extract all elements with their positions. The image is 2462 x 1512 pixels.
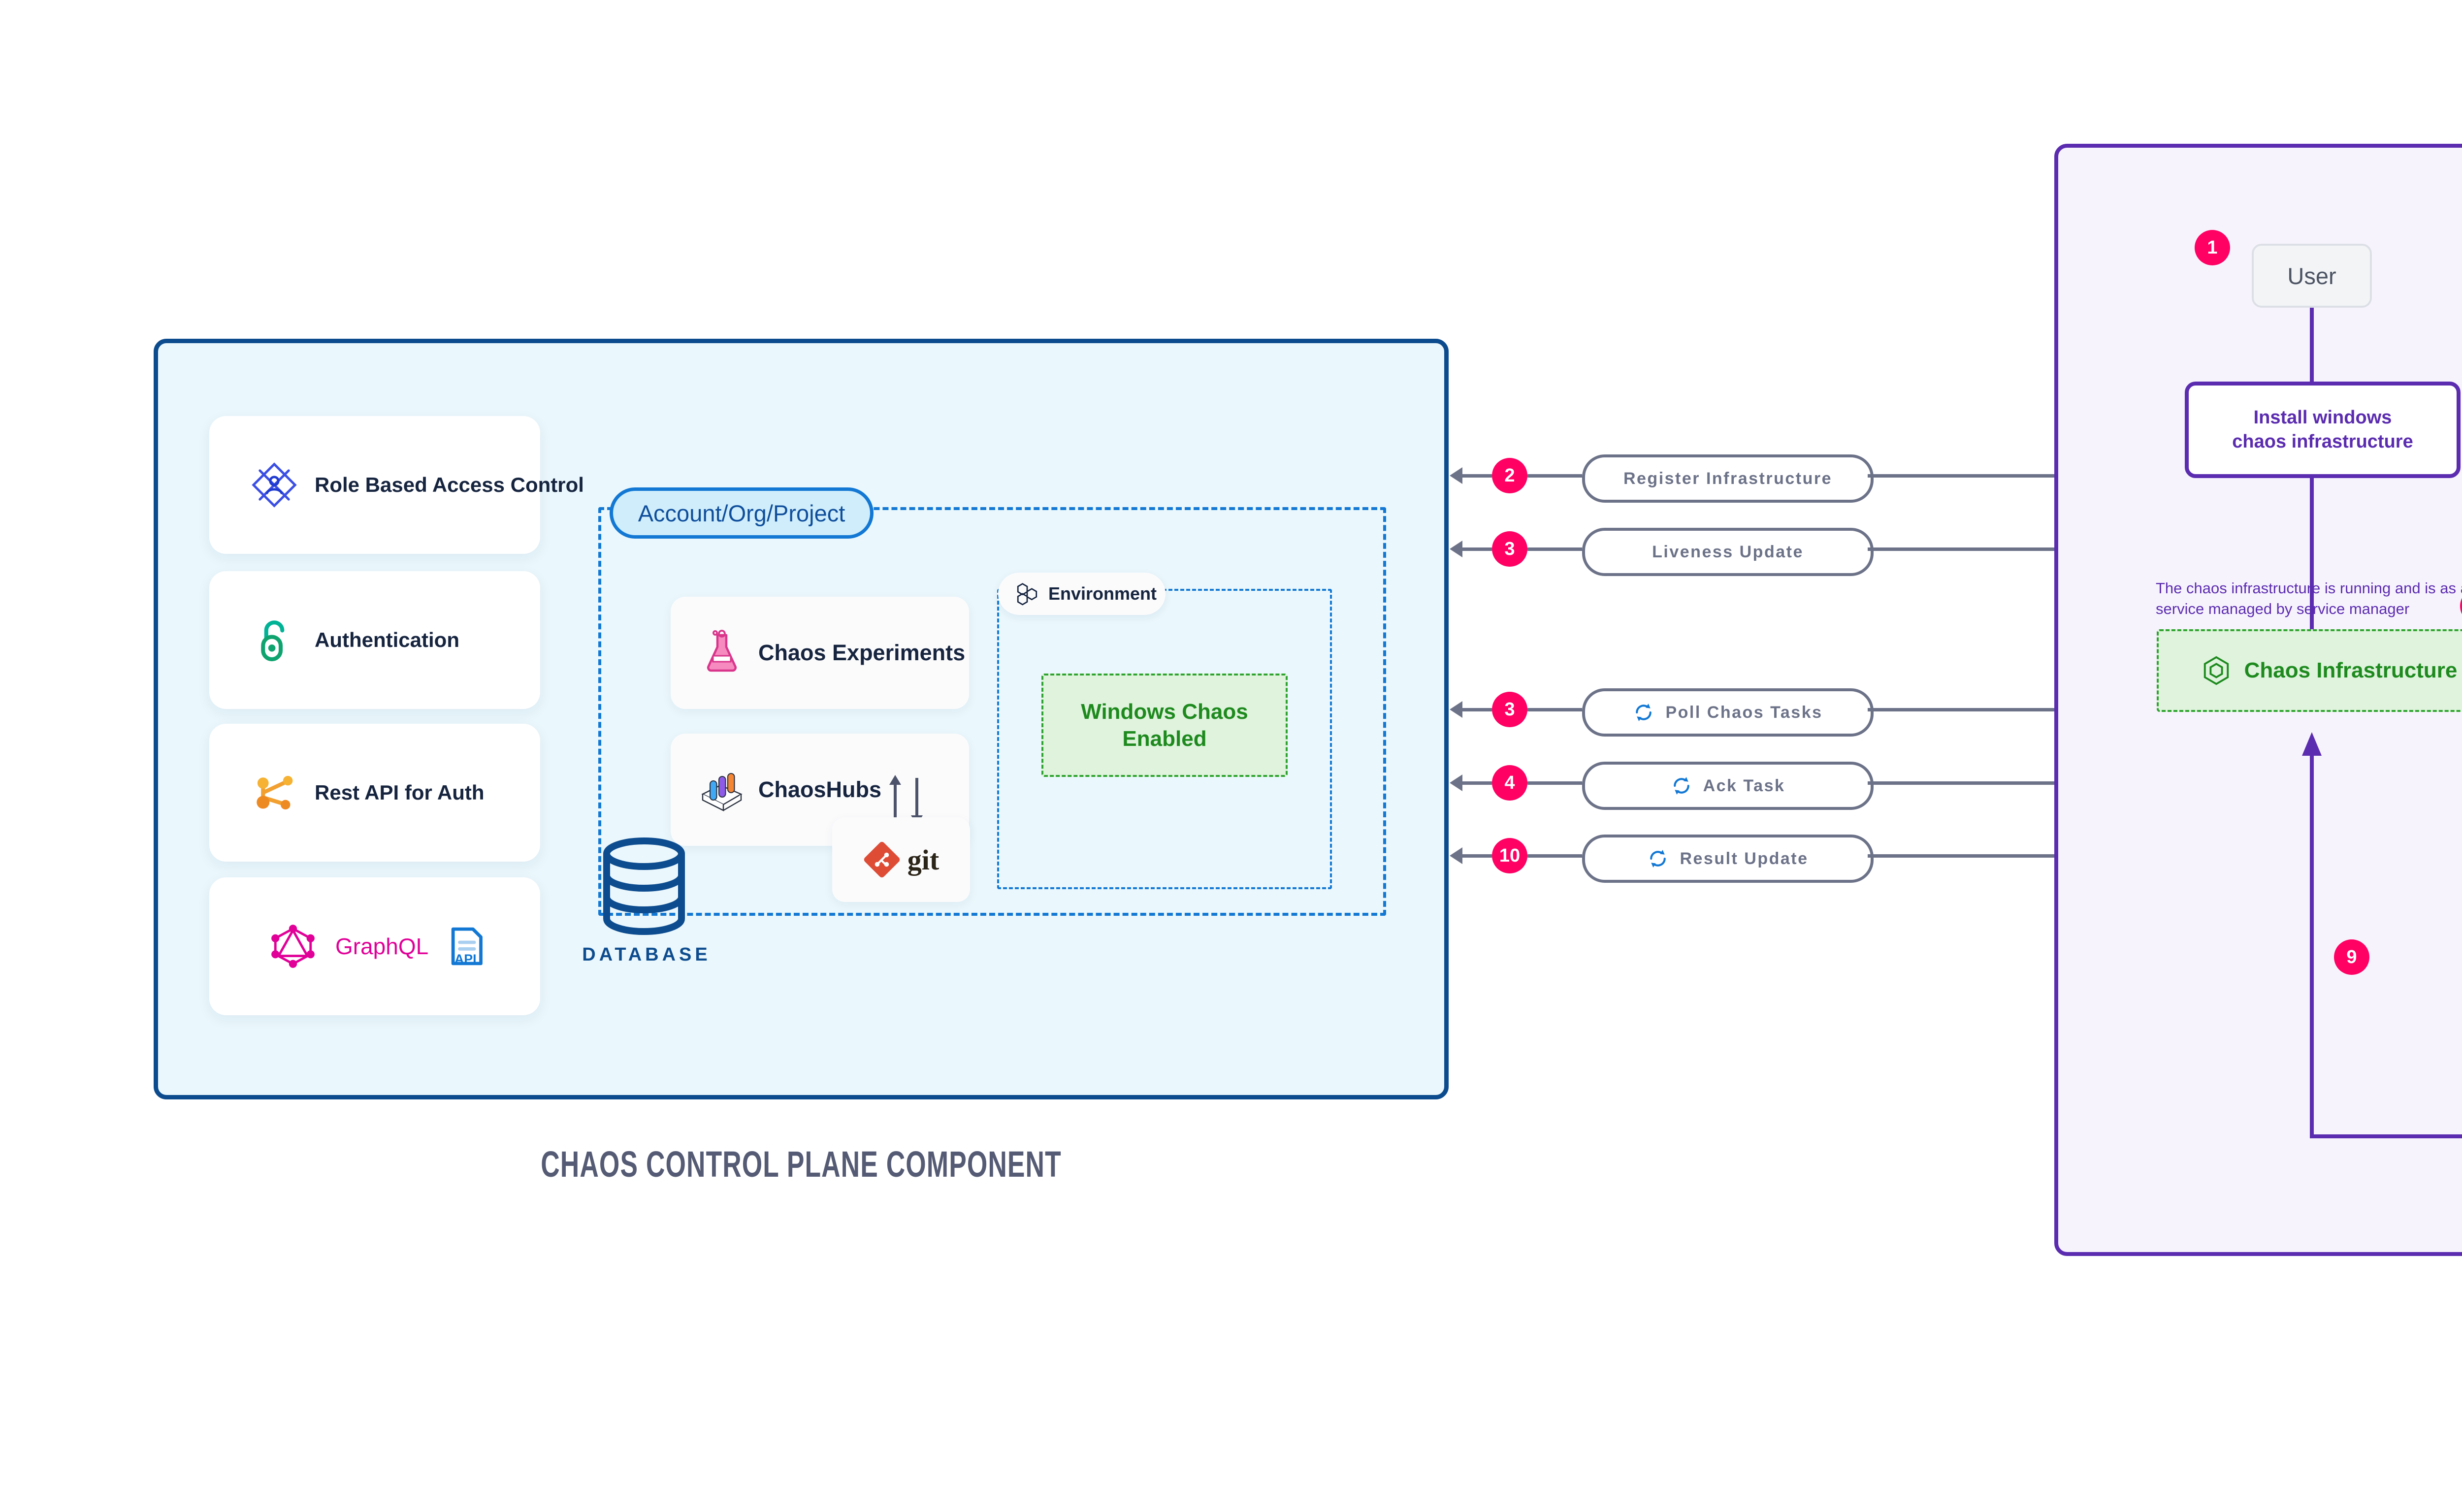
chaos-infrastructure-box[interactable]: Chaos Infrastructure — [2157, 629, 2462, 712]
rest-api-icon — [257, 775, 293, 810]
chaos-infrastructure-note: The chaos infrastructure is running and … — [2156, 579, 2462, 617]
account-org-project-pill[interactable]: Account/Org/Project — [610, 487, 874, 539]
connector-step-badge: 2 — [1492, 458, 1527, 493]
sync-icon — [1650, 850, 1666, 868]
connector-step-badge: 10 — [1492, 838, 1527, 873]
rbac-icon — [252, 462, 297, 508]
service-label: GraphQL — [335, 933, 429, 959]
card-label: ChaosHubs — [758, 777, 882, 802]
connector-line-mid — [1527, 474, 1582, 478]
environment-label: Environment — [1048, 583, 1157, 604]
service-label: Authentication — [315, 628, 459, 651]
git-icon — [864, 841, 900, 878]
database-icon — [603, 837, 685, 935]
sync-icon — [1673, 777, 1689, 795]
connector-pill-label: Poll Chaos Tasks — [1665, 703, 1823, 722]
api-document-icon: API — [451, 927, 483, 966]
connector-line-mid — [1527, 547, 1582, 551]
step-badge-9: 9 — [2334, 939, 2369, 975]
connector-pill[interactable]: Register Infrastructure — [1582, 454, 1874, 503]
connector-line-right — [1868, 547, 2054, 551]
step-badge-6: 6 — [2460, 588, 2462, 624]
connector-line-left — [1460, 781, 1492, 785]
connector-arrowhead — [1450, 847, 1462, 864]
connector-line-left — [1460, 708, 1492, 711]
execution-plane-title: CHAOS EXECUTION PLANE COMPONENT — [2279, 1316, 2462, 1358]
connector-line-mid — [1527, 854, 1582, 858]
git-label: git — [907, 843, 939, 876]
connector-step-badge: 3 — [1492, 692, 1527, 727]
connector-line-left — [1460, 547, 1492, 551]
service-card-rest-api[interactable]: Rest API for Auth — [209, 724, 540, 862]
card-chaos-experiments[interactable]: Chaos Experiments — [671, 597, 969, 709]
card-label: Chaos Experiments — [758, 640, 966, 665]
account-org-project-region — [598, 507, 1386, 916]
connector-pill-label: Register Infrastructure — [1623, 469, 1833, 488]
connector-pill-label: Result Update — [1680, 849, 1809, 868]
service-label: Rest API for Auth — [315, 781, 485, 804]
service-label: Role Based Access Control — [315, 473, 584, 496]
connector-arrowhead — [1450, 774, 1462, 791]
lock-icon — [261, 620, 285, 662]
hexagon-core-icon — [2203, 656, 2229, 685]
connector-line-mid — [1527, 708, 1582, 711]
connector-line-mid — [1527, 781, 1582, 785]
connector-arrowhead — [1450, 467, 1462, 484]
connector-arrowhead — [1450, 701, 1462, 718]
card-git[interactable]: git — [832, 817, 970, 902]
service-card-graphql[interactable]: GraphQL API — [209, 877, 540, 1015]
connector-step-badge: 3 — [1492, 531, 1527, 567]
connector-line-right — [1868, 708, 2054, 711]
graphql-icon — [271, 925, 315, 968]
database-label: DATABASE — [582, 944, 711, 965]
connector-line-right — [1868, 781, 2054, 785]
environment-pill[interactable]: Environment — [998, 573, 1166, 615]
connector-pill[interactable]: Ack Task — [1582, 762, 1874, 810]
step-badge-1: 1 — [2195, 230, 2230, 265]
connector-line-left — [1460, 474, 1492, 478]
connector-step-badge: 4 — [1492, 765, 1527, 801]
connector-pill[interactable]: Poll Chaos Tasks — [1582, 688, 1874, 737]
connector-pill[interactable]: Liveness Update — [1582, 528, 1874, 576]
connector-arrowhead — [1450, 541, 1462, 557]
connector-line-left — [1460, 854, 1492, 858]
test-tube-rack-icon — [701, 772, 743, 811]
service-card-rbac[interactable]: Role Based Access Control — [209, 416, 584, 554]
sync-icon — [1636, 704, 1652, 721]
connector-pill[interactable]: Result Update — [1582, 835, 1874, 883]
connector-line-right — [1868, 854, 2054, 858]
control-plane-title: CHAOS CONTROL PLANE COMPONENT — [541, 1144, 1062, 1185]
connector-pill-label: Liveness Update — [1652, 542, 1804, 561]
hexagon-cluster-icon — [1017, 583, 1037, 606]
chaos-infrastructure-label: Chaos Infrastructure — [2244, 658, 2458, 682]
user-box[interactable]: User — [2252, 244, 2372, 308]
windows-chaos-enabled-box: Windows Chaos Enabled — [1041, 674, 1288, 777]
connector-pill-label: Ack Task — [1703, 776, 1785, 795]
flask-icon — [707, 630, 737, 672]
service-card-authentication[interactable]: Authentication — [209, 571, 540, 709]
svg-text:API: API — [454, 952, 477, 966]
connector-line-right — [1868, 474, 2054, 478]
